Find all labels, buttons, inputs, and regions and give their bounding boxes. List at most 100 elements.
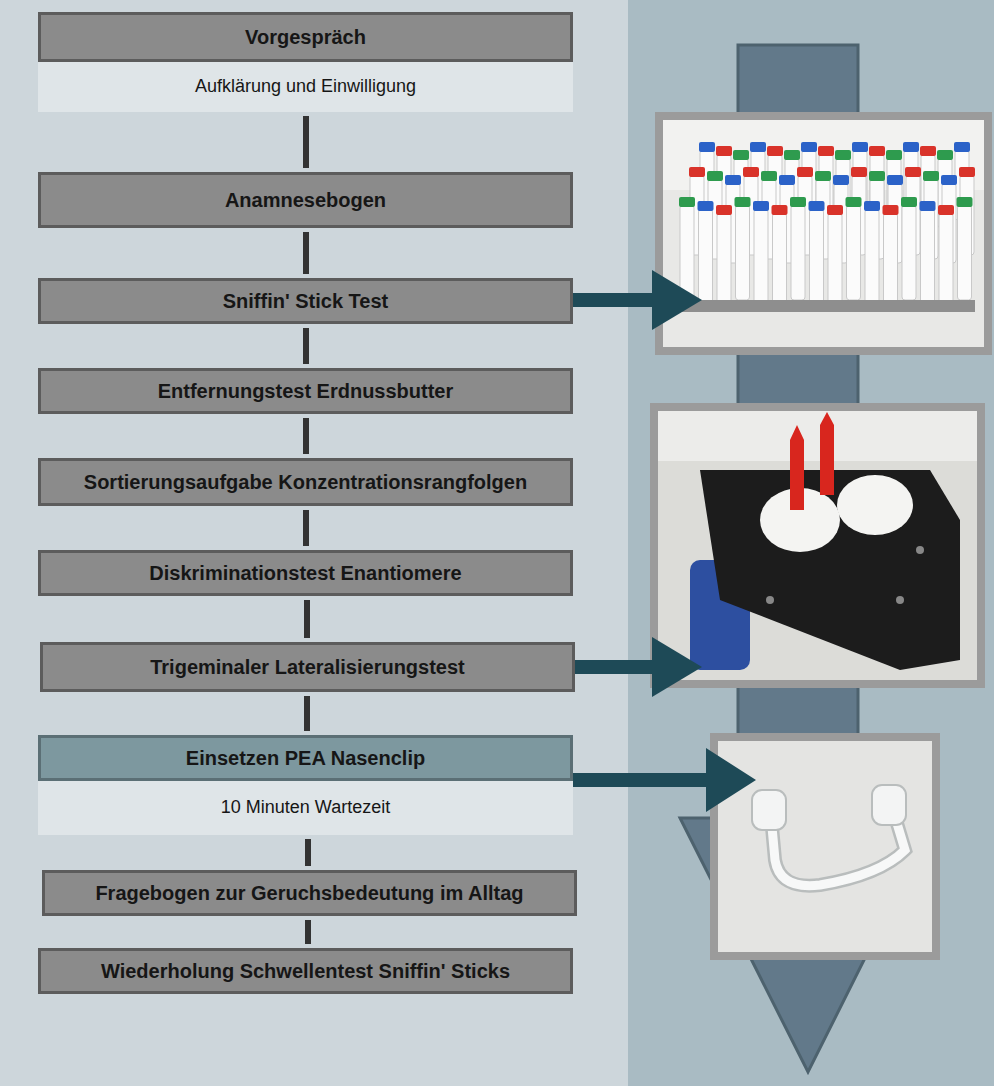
sniffin-stick [717, 213, 731, 308]
process-box: Anamnesebogen [38, 172, 573, 228]
node-label: Vorgespräch [245, 25, 366, 49]
sniffin-stick [921, 209, 935, 304]
node-label: Diskriminationstest Enantiomere [149, 561, 461, 585]
flow-connector [303, 418, 309, 454]
stick-cap [869, 146, 885, 156]
stick-cap [887, 175, 903, 185]
stick-cap [779, 175, 795, 185]
sniffin-stick [791, 205, 805, 300]
stick-cap [905, 167, 921, 177]
process-box: Sortierungsaufgabe Konzentrationsrangfol… [38, 458, 573, 506]
sniffin-stick [902, 205, 916, 300]
nose-plug [872, 785, 906, 825]
screw [896, 596, 904, 604]
photo-sniffin-sticks [655, 112, 992, 355]
stick-cap [707, 171, 723, 181]
node-label: Fragebogen zur Geruchsbedeutung im Allta… [95, 881, 523, 905]
stick-cap [809, 201, 825, 211]
stick-cap [797, 167, 813, 177]
pointer-head [652, 270, 702, 330]
stick-cap [864, 201, 880, 211]
info-band: Aufklärung und Einwilligung [38, 62, 573, 112]
screw [916, 546, 924, 554]
photo-nose-clip [710, 733, 940, 960]
node-label: Sortierungsaufgabe Konzentrationsrangfol… [84, 470, 527, 494]
photo-wall [658, 411, 977, 461]
node-label: Einsetzen PEA Nasenclip [186, 746, 425, 770]
stick-cap [698, 201, 714, 211]
red-cap-tip [790, 425, 804, 440]
stick-cap [937, 150, 953, 160]
stick-cap [753, 201, 769, 211]
process-box: Wiederholung Schwellentest Sniffin' Stic… [38, 948, 573, 994]
photo-ground [658, 411, 977, 680]
sniffin-stick [773, 213, 787, 308]
stick-cap [818, 146, 834, 156]
photo-frame [650, 403, 985, 688]
device-plate [700, 470, 960, 670]
screw [766, 596, 774, 604]
red-cap [790, 440, 804, 510]
stick-cap [784, 150, 800, 160]
sniffin-stick [847, 205, 861, 300]
stick-cap [852, 142, 868, 152]
sniffin-stick [736, 205, 750, 300]
node-label: Sniffin' Stick Test [223, 289, 389, 313]
stick-cap [846, 197, 862, 207]
stick-cap [883, 205, 899, 215]
stick-cap [699, 142, 715, 152]
node-label: Entfernungstest Erdnussbutter [158, 379, 454, 403]
process-box: Sniffin' Stick Test [38, 278, 573, 324]
info-band: 10 Minuten Wartezeit [38, 781, 573, 835]
stick-cap [903, 142, 919, 152]
process-box: Trigeminaler Lateralisierungstest [40, 642, 575, 692]
stick-cap [920, 201, 936, 211]
stick-cap [750, 142, 766, 152]
sniffin-stick [828, 213, 842, 308]
stick-cap [833, 175, 849, 185]
photo-pointer-arrows [573, 270, 756, 812]
stick-cap [679, 197, 695, 207]
stick-cap [851, 167, 867, 177]
red-cap-tip [820, 412, 834, 425]
stick-cap [761, 171, 777, 181]
highlight-box: Einsetzen PEA Nasenclip [38, 735, 573, 781]
process-box: Fragebogen zur Geruchsbedeutung im Allta… [42, 870, 577, 916]
stick-cap [959, 167, 975, 177]
stick-cap [954, 142, 970, 152]
stick-cap [790, 197, 806, 207]
flow-connector [304, 600, 310, 638]
stick-cap [901, 197, 917, 207]
node-label: Wiederholung Schwellentest Sniffin' Stic… [101, 959, 510, 983]
red-cap [820, 425, 834, 495]
flow-connector [305, 920, 311, 944]
stick-cap [743, 167, 759, 177]
photo-ground [663, 120, 984, 347]
sniffin-stick [810, 209, 824, 304]
stick-cap [957, 197, 973, 207]
node-label: Trigeminaler Lateralisierungstest [150, 655, 465, 679]
sniffin-stick [680, 205, 694, 300]
pointer-shaft [573, 293, 655, 307]
flow-connector [303, 328, 309, 364]
node-label: 10 Minuten Wartezeit [221, 797, 390, 819]
flow-connector [305, 839, 311, 866]
flow-connector [303, 232, 309, 274]
right-panel [628, 0, 994, 1086]
process-box: Entfernungstest Erdnussbutter [38, 368, 573, 414]
nose-plug [752, 790, 786, 830]
flow-connector [303, 116, 309, 168]
stick-cap [835, 150, 851, 160]
node-label: Anamnesebogen [225, 188, 386, 212]
flow-connector [303, 510, 309, 546]
stick-cap [941, 175, 957, 185]
sniffin-stick [958, 205, 972, 300]
stick-cap [716, 146, 732, 156]
sniffin-stick [884, 213, 898, 308]
sniffin-stick [939, 213, 953, 308]
stick-cap [869, 171, 885, 181]
stick-cap [733, 150, 749, 160]
